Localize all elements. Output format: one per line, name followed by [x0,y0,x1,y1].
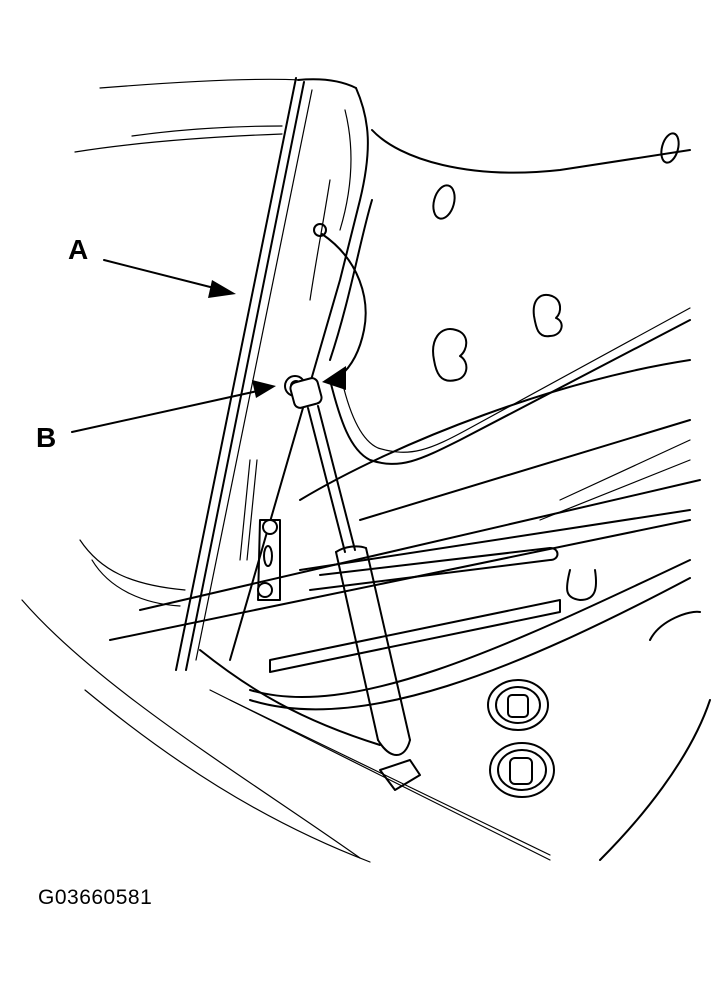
reservoir-caps [487,679,555,798]
engine-bay [109,359,711,861]
hood-inner-panel [329,132,691,465]
callout-b-leader [71,380,276,433]
hood-support-strut [284,375,421,791]
strut-mount-arrow [322,366,346,390]
pillar-bracket [257,519,281,601]
figure-code: G03660581 [38,886,153,909]
callout-label-a: A [68,234,89,265]
support-cable [313,223,367,377]
callout-a-leader [103,259,236,298]
hood-outline [21,78,371,863]
callout-label-b: B [36,422,57,453]
hood-frame-pillar [175,77,691,671]
